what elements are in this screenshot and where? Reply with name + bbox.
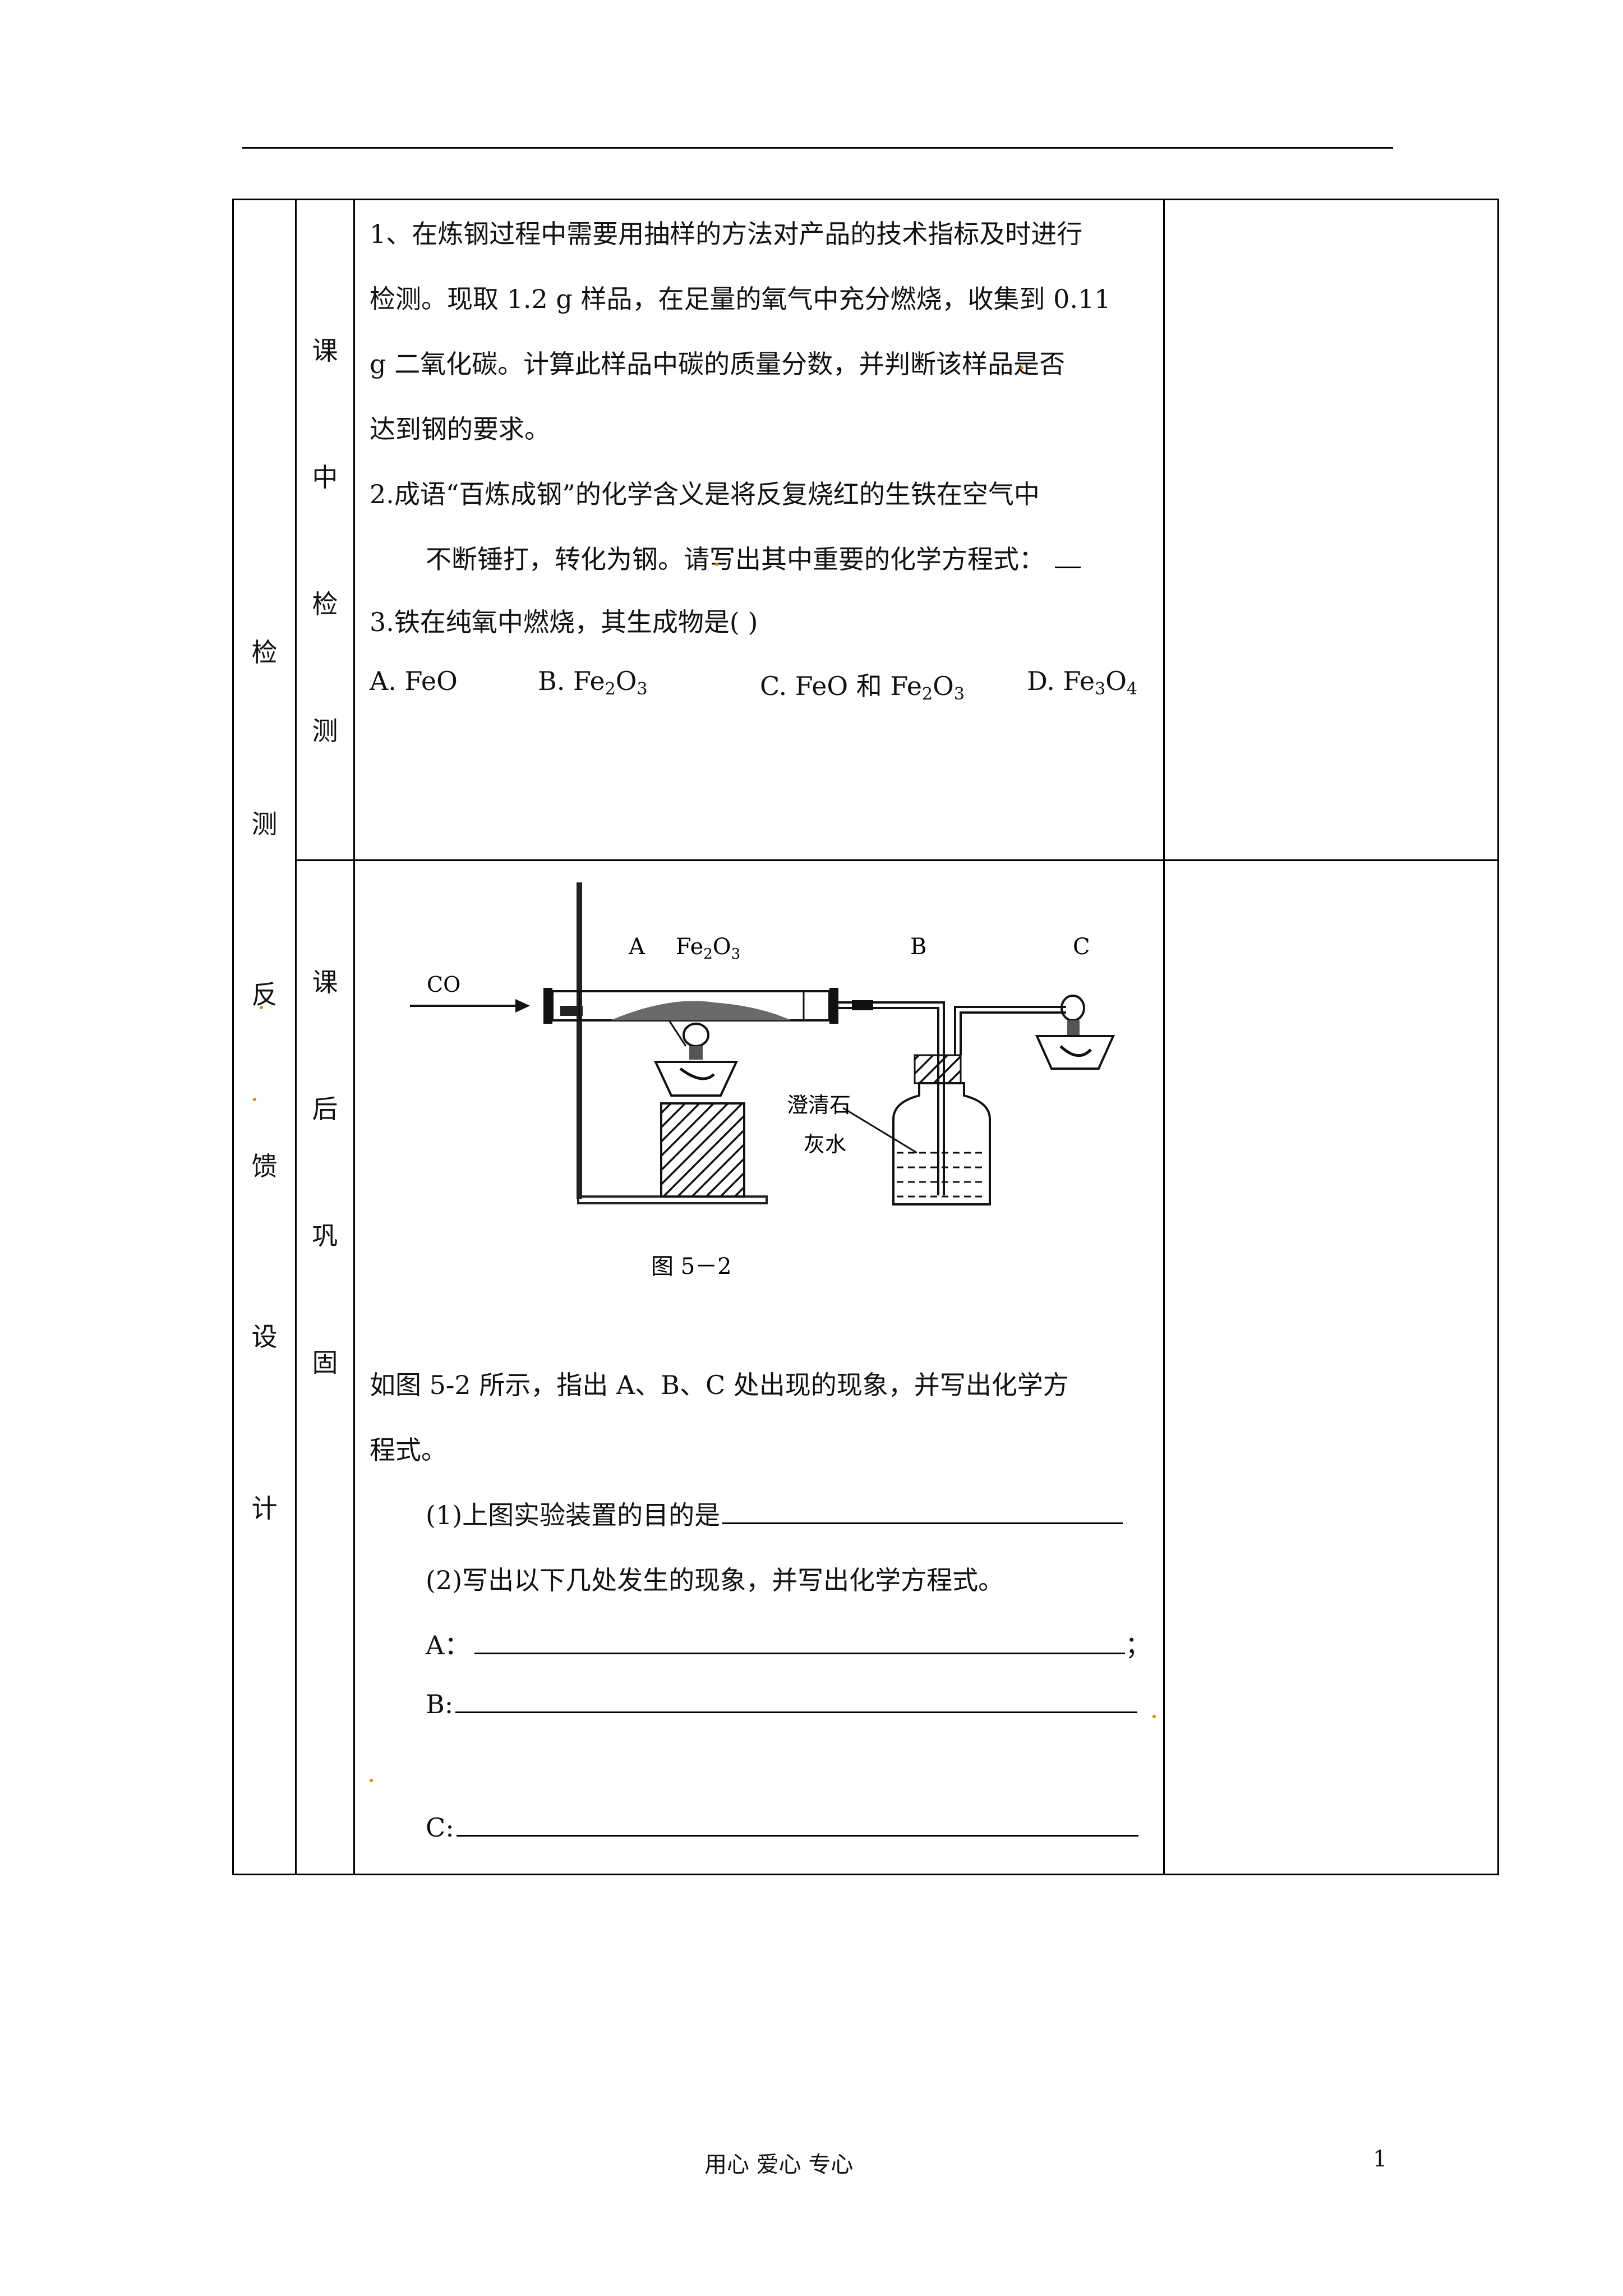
- answer-a: A： ；: [426, 1630, 1151, 1660]
- alcohol-lamp-right: [1035, 1035, 1115, 1070]
- q3-option-d: D. Fe3O4: [1027, 666, 1138, 699]
- answer-blank[interactable]: [456, 1835, 1138, 1837]
- section2-label-char: 课: [312, 967, 338, 997]
- lamp-stand: [660, 1102, 745, 1198]
- outer-label-char: 计: [251, 1493, 278, 1524]
- stand-rod: [577, 882, 582, 1199]
- q3-option-c: C. FeO 和 Fe2O3: [760, 671, 965, 704]
- q3-option-a: A. FeO: [370, 666, 458, 696]
- figure-caption: 图 5－2: [651, 1254, 732, 1280]
- answer-c: C:: [426, 1812, 1138, 1843]
- outer-label-char: 馈: [251, 1151, 278, 1181]
- exhaust-tube: [954, 1006, 1066, 1055]
- table-row: 课 后 巩 固 CO: [233, 859, 1499, 1875]
- notes-cell: [1163, 199, 1499, 861]
- q3-option-b: B. Fe2O3: [538, 666, 648, 699]
- q2-line: 2.成语“百炼成钢”的化学含义是将反复烧红的生铁在空气中: [370, 479, 1040, 509]
- stopper-right: [829, 988, 838, 1024]
- outer-label-char: 反: [251, 979, 278, 1010]
- stray-mark: [1020, 366, 1023, 370]
- section2-label-cell: 课 后 巩 固: [295, 859, 355, 1875]
- label-a: A: [628, 934, 645, 960]
- q1-line: 检测。现取 1.2 g 样品，在足量的氧气中充分燃烧，收集到 0.11: [370, 284, 1111, 314]
- limewater-label: 灰水: [804, 1132, 846, 1157]
- label-fe2o3: Fe2O3: [676, 934, 740, 963]
- stray-mark: [260, 1006, 263, 1009]
- section1-label-char: 中: [312, 462, 338, 493]
- gas-bottle: [892, 1082, 991, 1205]
- q1-line: g 二氧化碳。计算此样品中碳的质量分数，并判断该样品是否: [370, 349, 1066, 379]
- footer-motto: 用心 爱心 专心: [704, 2152, 854, 2178]
- fe2o3-powder: [610, 1001, 791, 1020]
- section2-label-char: 巩: [312, 1221, 338, 1251]
- stray-mark: [370, 1779, 373, 1782]
- section1-label-char: 检: [312, 589, 338, 619]
- section2-label-char: 后: [312, 1094, 338, 1124]
- q1-line: 1、在炼钢过程中需要用抽样的方法对产品的技术指标及时进行: [370, 219, 1083, 249]
- clamp: [560, 1006, 583, 1016]
- section2-label-char: 固: [312, 1347, 338, 1378]
- answer-blank[interactable]: [455, 1711, 1138, 1713]
- section1-content: 1、在炼钢过程中需要用抽样的方法对产品的技术指标及时进行 检测。现取 1.2 g…: [353, 199, 1165, 861]
- section1-label-cell: 课 中 检 测: [295, 199, 355, 861]
- label-c: C: [1073, 934, 1090, 960]
- outer-label-char: 测: [251, 809, 278, 839]
- outer-label-char: 检: [251, 637, 278, 668]
- question-1: (1)上图实验装置的目的是: [426, 1495, 1123, 1532]
- answer-blank[interactable]: [722, 1522, 1123, 1524]
- outer-label-char: 设: [251, 1322, 278, 1352]
- answer-b: B:: [426, 1689, 1138, 1719]
- section1-label-char: 课: [312, 335, 338, 366]
- page-number: 1: [1373, 2146, 1387, 2172]
- intro-line: 如图 5-2 所示，指出 A、B、C 处出现的现象，并写出化学方: [370, 1370, 1069, 1400]
- q3-stem: 3.铁在纯氧中燃烧，其生成物是( ): [370, 607, 758, 637]
- header-rule: [242, 147, 1393, 149]
- limewater-label: 澄清石: [787, 1093, 851, 1117]
- q1-line: 达到钢的要求。: [370, 414, 550, 444]
- stray-mark: [253, 1098, 256, 1101]
- limewater-pointer: [842, 1107, 917, 1154]
- flame-left: [683, 1023, 709, 1047]
- co-label: CO: [427, 972, 460, 997]
- stopper-left: [543, 988, 552, 1024]
- notes-cell: [1163, 859, 1499, 1875]
- answer-blank[interactable]: [474, 1653, 1126, 1654]
- alcohol-lamp-left: [653, 1061, 739, 1097]
- stray-mark: [1152, 1715, 1156, 1718]
- apparatus-figure: CO: [410, 882, 1115, 1280]
- q2-line: 不断锤打，转化为钢。请写出其中重要的化学方程式：: [426, 539, 1081, 576]
- table-row: 检 测 反 馈 设 计 课 中 检 测 1、在炼钢过程中需要用抽样的方法对产品的…: [232, 199, 1499, 1875]
- label-b: B: [910, 934, 926, 960]
- limewater: [897, 1152, 986, 1198]
- question-2: (2)写出以下几处发生的现象，并写出化学方程式。: [426, 1565, 1004, 1595]
- lesson-table: 检 测 反 馈 设 计 课 中 检 测 1、在炼钢过程中需要用抽样的方法对产品的…: [232, 199, 1499, 1875]
- outer-label-cell: 检 测 反 馈 设 计: [232, 199, 297, 1875]
- arrow-head: [515, 999, 530, 1013]
- intro-line: 程式。: [370, 1435, 447, 1465]
- stray-mark: [715, 563, 718, 566]
- section2-content: CO: [353, 859, 1165, 1875]
- section1-label-char: 测: [312, 716, 338, 746]
- outlet-tube: [838, 1001, 945, 1074]
